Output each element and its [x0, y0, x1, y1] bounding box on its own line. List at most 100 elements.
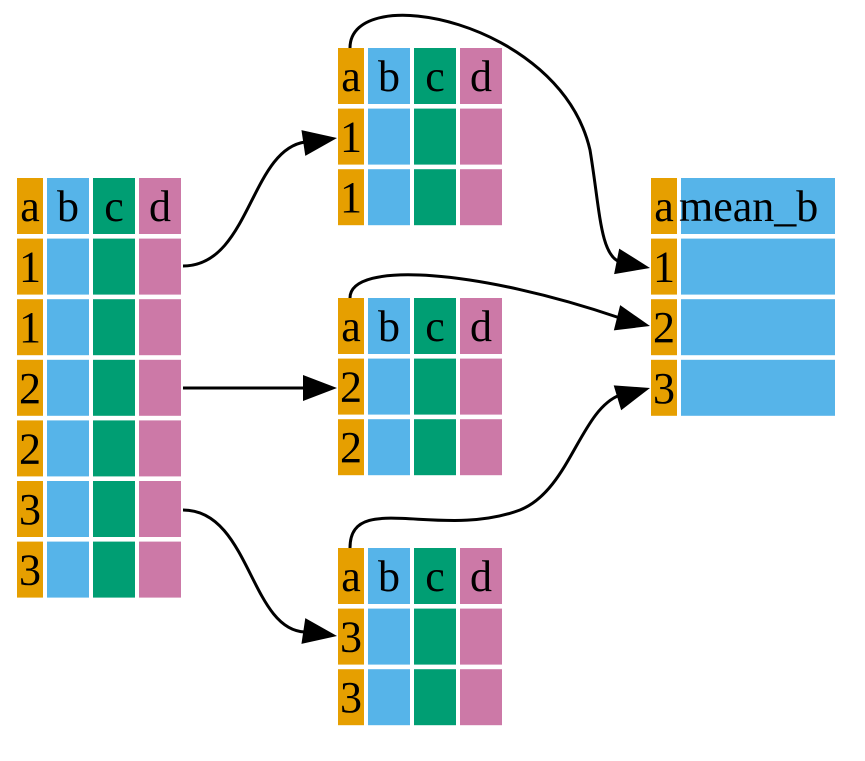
cell-value: 3: [19, 485, 41, 534]
cell-d: [139, 481, 181, 537]
cell-c: [414, 108, 456, 165]
cell-mean-b: [681, 299, 835, 356]
cell-a: [17, 178, 43, 234]
cell-b: [47, 481, 89, 537]
cell-c: [93, 481, 135, 537]
cell-c: [414, 548, 456, 604]
cell-b: [368, 608, 410, 665]
cell-value: 3: [340, 673, 362, 722]
cell-b: [47, 541, 89, 598]
edge-arrow: [348, 13, 650, 275]
table-row: 2: [338, 419, 502, 476]
table-row: 2: [17, 359, 181, 416]
cell-d: [460, 419, 502, 476]
column-header-label: a: [654, 182, 674, 231]
table-row: 1: [338, 169, 502, 226]
cell-d: [139, 238, 181, 295]
cell-c: [414, 169, 456, 226]
cell-b: [368, 108, 410, 165]
cell-value: 1: [653, 243, 675, 292]
edge-line: [348, 393, 621, 549]
cell-a: [17, 541, 43, 598]
edge-arrow: [348, 273, 650, 331]
cell-a: [651, 359, 677, 416]
table-row: 1: [338, 108, 502, 165]
cell-d: [139, 299, 181, 356]
cell-a: [338, 298, 364, 354]
cell-d: [460, 48, 502, 104]
column-header-label: b: [378, 52, 400, 101]
arrowhead-icon: [613, 305, 650, 331]
cell-mean-b: [681, 359, 835, 416]
cell-value: 1: [340, 173, 362, 222]
cell-a: [338, 669, 364, 726]
cell-c: [414, 48, 456, 104]
cell-d: [460, 608, 502, 665]
cell-a: [17, 299, 43, 356]
edge-line: [348, 273, 621, 320]
cell-c: [93, 299, 135, 356]
cell-b: [47, 420, 89, 477]
cell-b: [368, 48, 410, 104]
edge-arrow: [348, 385, 650, 549]
table-row: 1: [17, 238, 181, 295]
arrowhead-icon: [301, 618, 337, 644]
edge-arrow: [182, 130, 337, 268]
cell-value: 1: [19, 303, 41, 352]
arrowhead-icon: [613, 385, 650, 411]
cell-value: 1: [19, 243, 41, 292]
cell-a: [651, 238, 677, 295]
column-header-label: c: [425, 52, 445, 101]
table-row: 3: [17, 541, 181, 598]
column-header-label: a: [341, 302, 361, 351]
column-header-label: b: [378, 552, 400, 601]
cell-d: [460, 358, 502, 415]
column-header-label: a: [341, 52, 361, 101]
cell-d: [460, 669, 502, 726]
cell-c: [93, 541, 135, 598]
cell-a: [651, 299, 677, 356]
arrowhead-icon: [303, 375, 337, 401]
edge-arrow: [182, 508, 337, 644]
cell-c: [414, 608, 456, 665]
cell-value: 3: [653, 364, 675, 413]
cell-a: [338, 358, 364, 415]
cell-a: [338, 548, 364, 604]
cell-value: 3: [340, 613, 362, 662]
cell-a: [17, 238, 43, 295]
edge-line: [182, 140, 306, 268]
column-header-label: d: [470, 52, 492, 101]
cell-b: [47, 359, 89, 416]
column-header-label: d: [149, 182, 171, 231]
cell-b: [368, 298, 410, 354]
cell-c: [93, 238, 135, 295]
edge-line: [348, 13, 621, 264]
cell-c: [93, 178, 135, 234]
edge-arrow: [183, 375, 337, 401]
cell-value: 2: [340, 363, 362, 412]
column-header-label: b: [57, 182, 79, 231]
cell-d: [460, 548, 502, 604]
cell-c: [414, 358, 456, 415]
cell-mean-b: [681, 178, 835, 234]
table-row: 3: [17, 481, 181, 537]
cell-b: [368, 169, 410, 226]
column-header-label: b: [378, 302, 400, 351]
cell-a: [338, 108, 364, 165]
table-row: 2: [651, 299, 835, 356]
cell-d: [139, 541, 181, 598]
cell-b: [368, 669, 410, 726]
cell-a: [338, 169, 364, 226]
edges: [182, 13, 650, 644]
cell-d: [139, 359, 181, 416]
cell-c: [93, 359, 135, 416]
